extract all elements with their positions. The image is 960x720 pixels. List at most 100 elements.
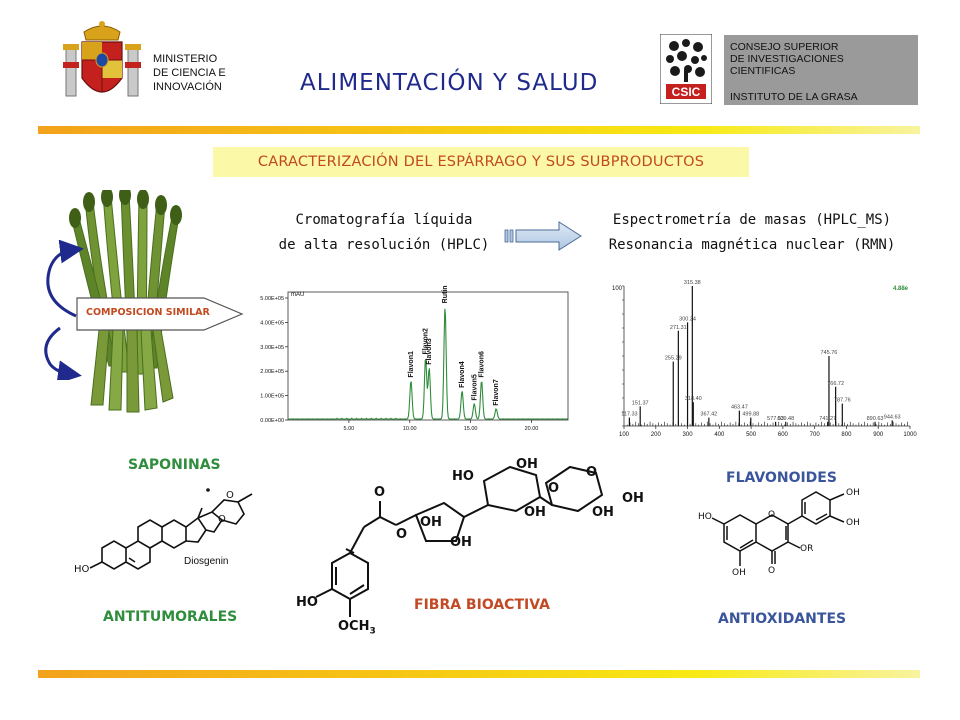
ms-peak-label: 577.53 <box>767 416 784 422</box>
ms-x-tick-label: 700 <box>810 432 821 438</box>
diosgenin-structure-image: HO O O Diosgenin <box>72 478 262 588</box>
ms-peak-label: 499.88 <box>742 412 759 418</box>
flavonoids-heading: FLAVONOIDES <box>726 470 837 486</box>
ho-label: HO <box>698 512 712 522</box>
ho-label: HO <box>74 564 90 575</box>
hplc-x-tick-label: 20.00 <box>525 426 539 432</box>
csic-name-box: CONSEJO SUPERIOR DE INVESTIGACIONES CIEN… <box>724 35 918 105</box>
hplc-peak-label: Flavon4 <box>459 361 466 388</box>
saponins-heading: SAPONINAS <box>128 457 221 473</box>
oh-label: OH <box>516 457 538 472</box>
ms-peak-label: 151.37 <box>632 400 649 406</box>
methoxy-label: OCH3 <box>338 619 376 637</box>
ms-peak-label: 745.76 <box>821 350 838 356</box>
feruloyl-oligosaccharide-structure-image: HO OH O OH O OH OH OH OH O O HO OCH3 <box>296 455 656 655</box>
hplc-method-label: Cromatografía líquida de alta resolución… <box>264 208 504 258</box>
oxygen-label: O <box>218 514 226 525</box>
ms-x-tick-label: 1000 <box>903 432 917 438</box>
oxygen-label: O <box>586 465 598 480</box>
ms-peak-label: 271.31 <box>670 325 687 331</box>
flavonol-structure-image: HO O OH OH OR OH O <box>696 488 876 588</box>
oh-label: OH <box>732 568 746 578</box>
ms-method-label: Espectrometría de masas (HPLC_MS) Resona… <box>584 208 920 258</box>
spain-coat-of-arms-logo <box>60 18 144 108</box>
oxygen-label: O <box>374 485 386 500</box>
hplc-plot-frame <box>287 291 569 421</box>
ms-x-tick-label: 400 <box>714 432 725 438</box>
oxygen-label: O <box>226 490 234 501</box>
ms-peak-label: 255.29 <box>665 356 682 362</box>
ms-peak-label: 741.27 <box>819 416 836 422</box>
ms-line: Espectrometría de masas (HPLC_MS) <box>612 212 892 228</box>
ms-corner-label: 4.88e <box>893 286 909 292</box>
hplc-line: Cromatografía líquida <box>295 212 473 228</box>
oh-label: OH <box>592 505 614 520</box>
hplc-x-tick-label: 10.00 <box>403 426 417 432</box>
bioactive-fiber-label: FIBRA BIOACTIVA <box>414 597 550 613</box>
oh-label: OH <box>846 488 860 498</box>
oh-label: OH <box>450 535 472 550</box>
hplc-chromatogram: mAU 5.00E+05 4.00E+05 3.00E+05 2.00E+05 1.00E… <box>250 280 572 438</box>
diosgenin-label: Diosgenin <box>184 556 229 567</box>
oxygen-label: O <box>768 510 776 520</box>
hplc-peak-label: Flavon3 <box>426 338 433 365</box>
bottom-divider <box>38 670 920 678</box>
ms-line: Resonancia magnética nuclear (RMN) <box>608 237 896 253</box>
hplc-y-tick-label: 2.00E+05 <box>260 369 284 375</box>
hplc-x-tick-label: 15.00 <box>464 426 478 432</box>
hplc-y-tick-label: 5.00E+05 <box>260 296 284 302</box>
ho-label: HO <box>452 469 474 484</box>
antitumor-label: ANTITUMORALES <box>103 609 238 625</box>
oh-label: OH <box>622 491 644 506</box>
hplc-chart: mAU 5.00E+05 4.00E+05 3.00E+05 2.00E+05 1.00E… <box>260 285 569 432</box>
oh-label: OH <box>420 515 442 530</box>
hplc-peak-label: Rutin <box>442 285 449 303</box>
ms-peak-label: 318.40 <box>685 396 702 402</box>
ms-peak-label: 300.34 <box>679 316 696 322</box>
ms-peak-label: 315.38 <box>684 280 701 286</box>
hplc-y-tick-label: 4.00E+05 <box>260 320 284 326</box>
ms-x-tick-label: 100 <box>619 432 630 438</box>
hplc-y-tick-label: 3.00E+05 <box>260 345 284 351</box>
ms-peak-label: 944.63 <box>884 414 901 420</box>
oxygen-label: O <box>548 481 560 496</box>
oh-label: OH <box>846 518 860 528</box>
composition-label: COMPOSICION SIMILAR <box>86 307 210 318</box>
csic-line: DE INVESTIGACIONES <box>730 53 844 65</box>
ministry-line: INNOVACIÓN <box>153 81 222 93</box>
oxygen-label: O <box>396 527 408 542</box>
antioxidants-label: ANTIOXIDANTES <box>718 611 847 627</box>
or-label: OR <box>800 544 814 554</box>
topic-banner: CARACTERIZACIÓN DEL ESPÁRRAGO Y SUS SUBP… <box>213 147 749 177</box>
cycle-arrows-icon <box>36 239 86 385</box>
hplc-peak-label: Flavon1 <box>408 351 415 378</box>
csic-logo: CSIC <box>659 33 713 105</box>
csic-logo-text: CSIC <box>672 85 701 99</box>
oh-label: OH <box>524 505 546 520</box>
hplc-line: de alta resolución (HPLC) <box>278 237 490 253</box>
hplc-ylabel: mAU <box>291 292 304 298</box>
ms-peak-label: 117.33 <box>621 412 637 418</box>
ministry-line: MINISTERIO <box>153 53 218 65</box>
institute-name: INSTITUTO DE LA GRASA <box>730 91 858 103</box>
ms-x-tick-label: 600 <box>778 432 789 438</box>
oxygen-label: O <box>768 566 776 576</box>
ms-x-tick-label: 800 <box>841 432 852 438</box>
hplc-peak-label: Flavon7 <box>493 379 500 406</box>
ministry-line: DE CIENCIA E <box>153 67 226 79</box>
ho-label: HO <box>296 595 318 610</box>
ms-x-tick-label: 200 <box>651 432 662 438</box>
ministry-name: MINISTERIO DE CIENCIA E INNOVACIÓN <box>153 52 226 94</box>
hplc-x-tick-label: 5.00 <box>344 426 355 432</box>
hplc-trace <box>287 308 569 420</box>
composition-label-arrow: COMPOSICION SIMILAR <box>76 297 244 331</box>
csic-line: CIENTIFICAS <box>730 65 796 77</box>
hplc-peak-label: Flavon5 <box>471 374 478 401</box>
hplc-y-tick-label: 1.00E+05 <box>260 394 284 400</box>
top-divider <box>38 126 920 134</box>
flow-arrow <box>503 220 583 252</box>
csic-line: CONSEJO SUPERIOR <box>730 41 839 53</box>
ms-peak-label: 463.47 <box>731 405 748 411</box>
